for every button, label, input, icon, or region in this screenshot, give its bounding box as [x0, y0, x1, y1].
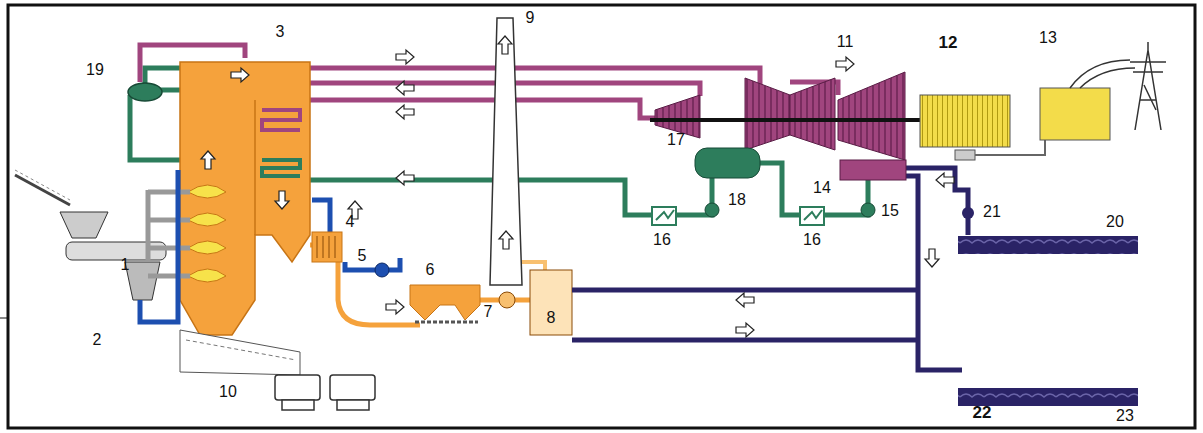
- stack: [490, 18, 522, 285]
- callout-number: 21: [983, 204, 1001, 220]
- air-preheater: [312, 232, 342, 262]
- callout-number: 16: [803, 232, 821, 248]
- callout-number: 16: [653, 232, 671, 248]
- callout-number: 19: [86, 62, 104, 78]
- callout-number: 10: [219, 384, 237, 400]
- callout-number: 22: [973, 404, 992, 421]
- callout-number: 12: [939, 34, 958, 51]
- deaerator: [695, 148, 760, 178]
- callout-number: 18: [728, 192, 746, 208]
- callout-number: 9: [526, 10, 535, 26]
- callout-number: 3: [276, 24, 285, 40]
- callout-number: 7: [484, 304, 493, 320]
- callout-number: 8: [547, 310, 556, 326]
- callout-number: 6: [426, 262, 435, 278]
- boiler: [180, 62, 310, 335]
- desulfurizer: [530, 270, 572, 335]
- mill: [125, 262, 160, 300]
- callout-number: 17: [667, 132, 685, 148]
- callout-number: 13: [1039, 30, 1057, 46]
- callout-number: 1: [121, 257, 130, 273]
- callout-number: 14: [813, 180, 831, 196]
- transformer: [1040, 88, 1110, 140]
- callout-number: 5: [358, 248, 367, 264]
- callout-number: 20: [1106, 214, 1124, 230]
- callout-number: 23: [1116, 408, 1134, 424]
- precipitator: [410, 285, 480, 320]
- drum: [128, 83, 162, 101]
- callout-number: 11: [837, 34, 854, 50]
- callout-number: 4: [346, 214, 355, 230]
- condenser: [840, 160, 906, 180]
- generator: [920, 95, 1010, 147]
- callout-number: 15: [881, 203, 899, 219]
- callout-number: 2: [93, 332, 102, 348]
